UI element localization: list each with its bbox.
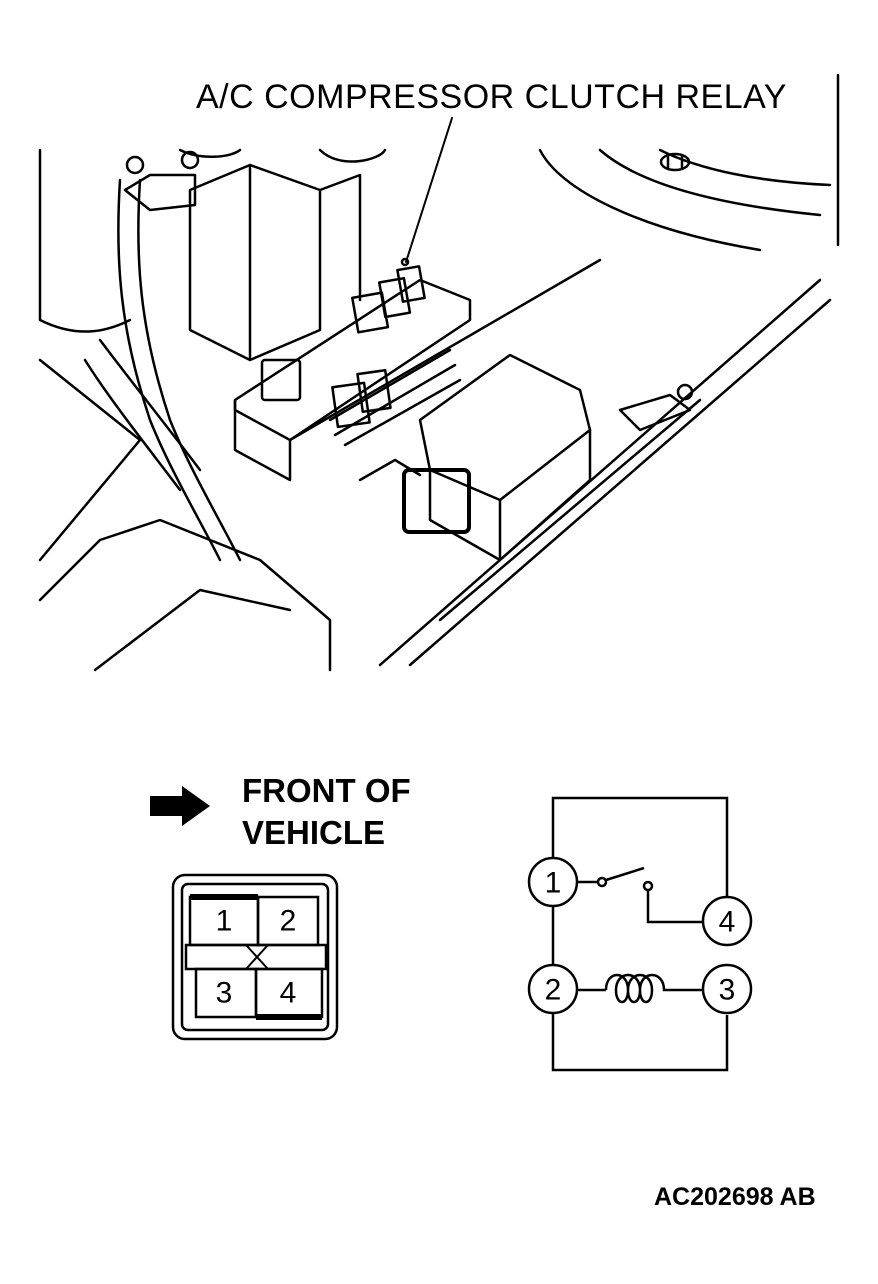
terminal-label-3: 3 [719, 974, 736, 1007]
pin-label-1: 1 [216, 905, 233, 938]
front-label-line1: FRONT OF [242, 772, 411, 809]
front-label-line2: VEHICLE [242, 814, 386, 851]
pin-label-4: 4 [280, 977, 297, 1010]
engine-bay-illustration [38, 73, 840, 672]
pin-cell-3 [194, 967, 258, 1019]
circuit-frame-bottom [551, 1013, 729, 1072]
relay-left [260, 358, 302, 402]
relay-front [402, 468, 471, 534]
pin-label-2: 2 [280, 905, 297, 938]
circuit-frame-top [551, 796, 729, 897]
switch-blade [605, 866, 645, 882]
fuse-box-cover [418, 353, 592, 502]
terminal-4 [701, 895, 753, 947]
pin-cell-4 [254, 967, 324, 1019]
connector-center-bar [184, 943, 328, 971]
wire-harness [117, 178, 222, 562]
relay-coil-icon [604, 973, 703, 1004]
switch-contact-b [642, 880, 654, 892]
terminal-label-2: 2 [545, 974, 562, 1007]
relay-callout-label: A/C COMPRESSOR CLUTCH RELAY [196, 78, 787, 116]
relay-top-2 [377, 276, 412, 319]
ac-compressor-clutch-relay [396, 265, 426, 303]
fender-rail [378, 278, 832, 667]
connector-outer-frame [171, 873, 339, 1041]
switch-contact-a [596, 876, 608, 888]
strut-bolt [659, 152, 691, 172]
pin-cell-2 [256, 895, 320, 947]
callout-leader-line [405, 117, 453, 263]
pin-cell-1 [188, 895, 260, 947]
component-block [188, 163, 322, 362]
connector-inner-frame [180, 882, 330, 1032]
terminal-label-1: 1 [545, 867, 562, 900]
terminal-3 [701, 963, 753, 1015]
figure-id: AC202698 AB [654, 1183, 816, 1211]
pin-label-3: 3 [216, 977, 233, 1010]
terminal-label-4: 4 [719, 906, 736, 939]
terminal-1 [527, 856, 579, 908]
strut-tower [538, 148, 832, 252]
front-of-vehicle-label: FRONT OF VEHICLE [242, 770, 411, 854]
terminal-2 [527, 963, 579, 1015]
